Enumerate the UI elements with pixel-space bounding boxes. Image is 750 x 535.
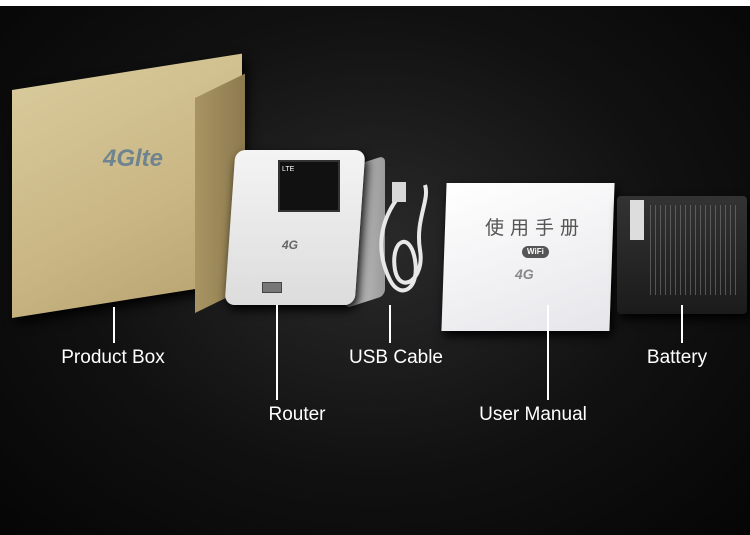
usb-cable-image xyxy=(379,182,428,293)
router-screen xyxy=(278,160,340,212)
usb-cable-label: USB Cable xyxy=(349,347,443,368)
router-4g-badge: 4G xyxy=(282,238,299,252)
battery-print xyxy=(650,205,740,295)
battery-sticker xyxy=(630,200,644,240)
manual-4g-badge: 4G xyxy=(515,266,534,282)
manual-wifi-badge: WiFi xyxy=(522,246,549,258)
usb-plug xyxy=(392,182,406,202)
battery-pointer xyxy=(681,305,683,343)
manual-title: 使用手册 xyxy=(485,217,586,239)
router-pointer xyxy=(276,305,278,400)
box-logo: 4Glte xyxy=(103,145,164,172)
product-box-label: Product Box xyxy=(61,347,165,368)
router-usb-port xyxy=(262,282,282,293)
battery-label: Battery xyxy=(646,347,708,368)
product-box-pointer xyxy=(113,307,115,343)
user-manual-label: User Manual xyxy=(479,404,587,425)
router-label: Router xyxy=(268,404,326,425)
usb-cable-pointer xyxy=(389,305,391,343)
user-manual-pointer xyxy=(547,305,549,400)
router-screen-text: LTE xyxy=(282,166,295,173)
